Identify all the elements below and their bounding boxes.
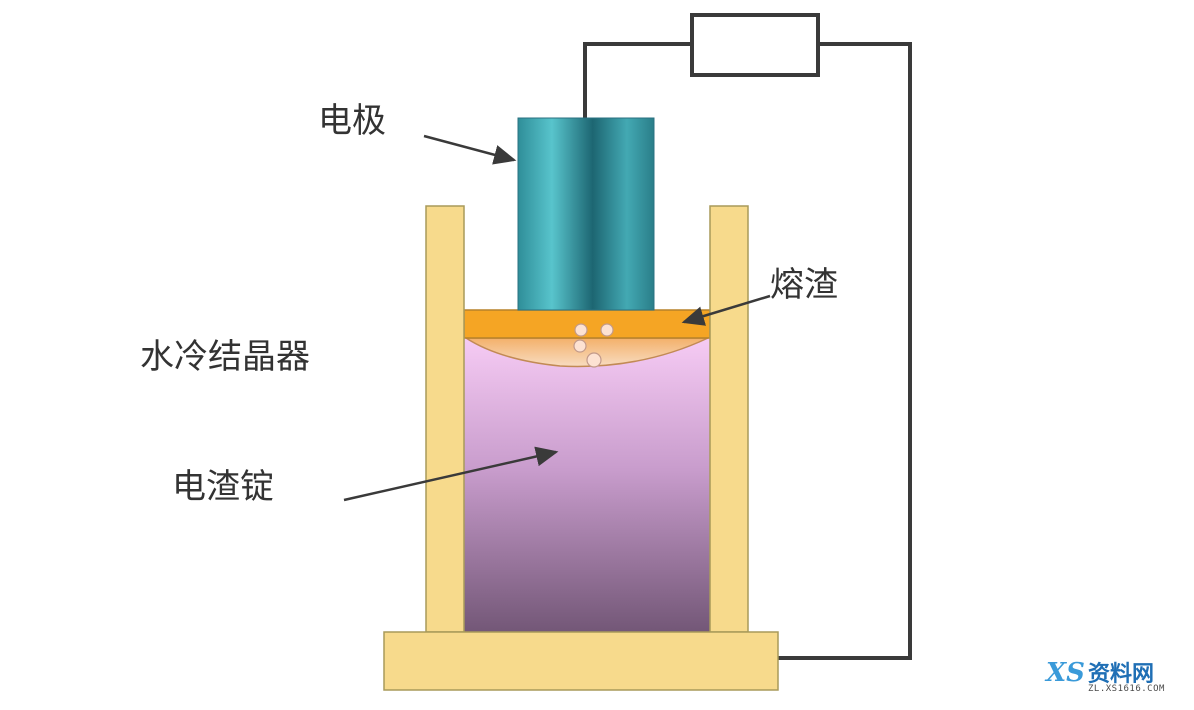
- watermark: XS 资料网 ZL.XS1616.COM: [1046, 656, 1186, 700]
- electrode: [517, 117, 655, 311]
- wire-electrode: [583, 42, 692, 118]
- metal-droplets: [573, 323, 614, 368]
- metal-pool: [463, 337, 709, 368]
- wire-baseplate: [778, 42, 912, 660]
- label-electrode: 电极: [318, 101, 386, 141]
- mold-baseplate: [383, 631, 779, 691]
- slag-arrow: [681, 294, 771, 326]
- label-water-cooled-crystallizer: 水冷结晶器: [140, 337, 310, 377]
- watermark-logo-icon: XS: [1046, 658, 1085, 688]
- label-molten-slag: 熔渣: [770, 265, 838, 305]
- watermark-subtitle: ZL.XS1616.COM: [1088, 684, 1165, 694]
- label-esr-ingot: 电渣锭: [172, 467, 274, 507]
- molten-slag-layer: [463, 309, 711, 339]
- watermark-title: 资料网: [1088, 662, 1155, 687]
- power-supply-box: [690, 13, 820, 77]
- ingot-arrow: [343, 446, 559, 502]
- electrode-arrow: [423, 134, 517, 165]
- mold-wall-left: [425, 205, 465, 633]
- esr-ingot: [464, 338, 710, 632]
- mold-wall-right: [709, 205, 749, 633]
